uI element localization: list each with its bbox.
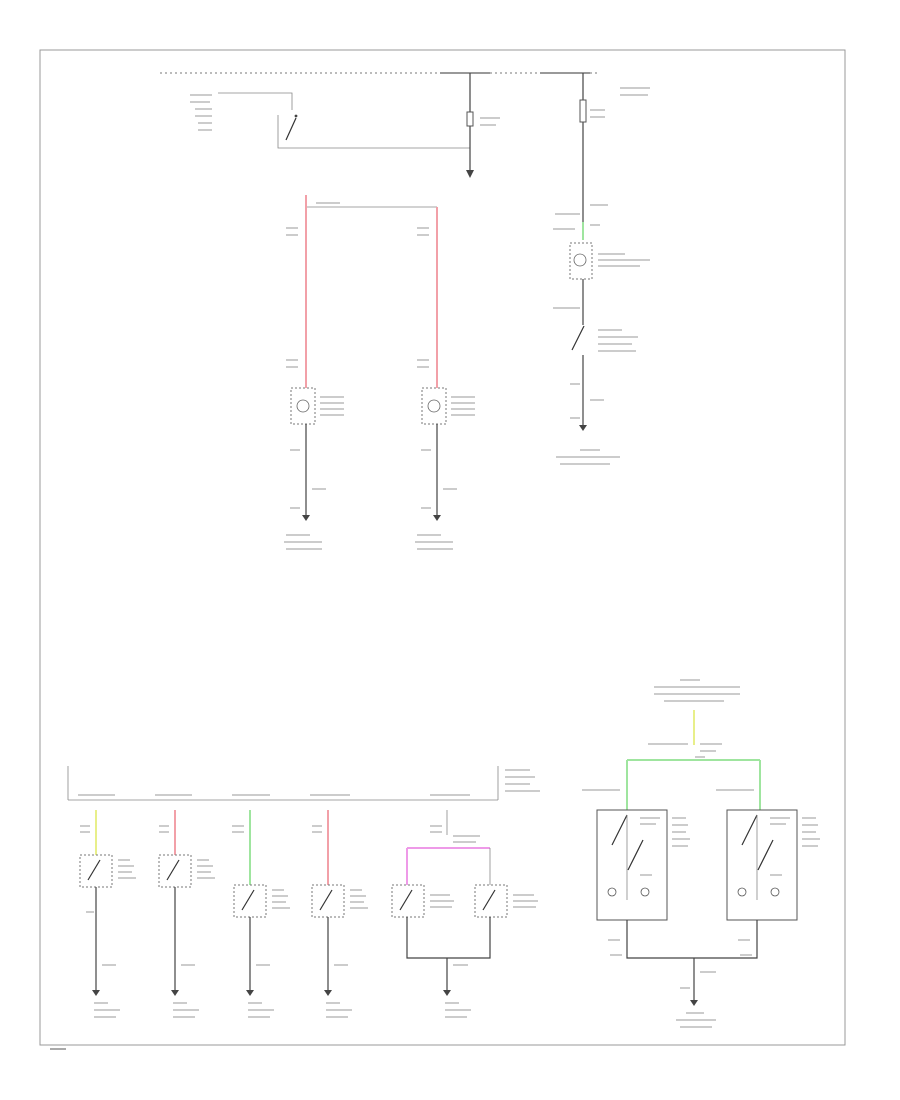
right-fuse-label: [590, 87, 650, 118]
switch-2-body: [158, 854, 192, 888]
door-switch-pair-5: [391, 810, 538, 1018]
module-ground-labels: [608, 939, 752, 1028]
diagram-frame: [39, 49, 846, 1046]
module-ground-symbol: [690, 1000, 698, 1006]
top-power-section: [160, 72, 650, 240]
switch-5b-contact: [482, 889, 496, 911]
right-circuit-switch: [571, 325, 585, 351]
switch-4-contact: [319, 889, 333, 911]
switch-3-ground-symbol: [246, 990, 254, 996]
module-left-switch-contact-a: [611, 814, 628, 846]
module-left-switch-box: [596, 809, 668, 921]
switch-2-labels: [159, 825, 215, 1018]
switch-4-body: [311, 884, 345, 918]
module-right-labels: [770, 817, 820, 876]
module-right-switch-box: [726, 809, 798, 921]
bottom-switch-bank: [67, 766, 540, 1018]
switch-4-ground-symbol: [324, 990, 332, 996]
right-circuit-bulb: [573, 253, 587, 267]
right-circuit-labels: [553, 204, 650, 465]
switch-5a-contact: [399, 889, 413, 911]
module-left-terminal-a: [607, 887, 617, 897]
switch-2-contact: [166, 859, 180, 881]
right-lamp-ground-symbol: [433, 515, 441, 521]
switch-feed-wire: [218, 92, 293, 110]
switch-1-body: [79, 854, 113, 888]
switch-5-labels: [430, 825, 538, 1018]
right-courtesy-circuit: [553, 204, 650, 465]
module-right-switch-contact-a: [741, 814, 758, 846]
door-switch-2: [158, 810, 215, 1018]
switch-contact: [294, 114, 298, 118]
switch-3-contact: [241, 889, 255, 911]
module-splice-labels: [648, 743, 722, 758]
left-lamp-body: [290, 387, 316, 425]
bottom-right-module: [582, 679, 820, 1028]
top-left-switch: [285, 117, 297, 141]
left-lamp-labels: [284, 227, 344, 550]
switch-frame: [277, 115, 470, 149]
switch-3-labels: [232, 825, 290, 1018]
switch-1-contact: [87, 859, 101, 881]
switch-1-labels: [80, 825, 136, 1018]
left-lamp-bulb: [296, 399, 310, 413]
door-switch-3: [232, 810, 290, 1018]
switch-3-body: [233, 884, 267, 918]
switch-5a-body: [391, 884, 425, 918]
module-left-terminal-b: [640, 887, 650, 897]
bottom-bus-labels: [78, 769, 540, 796]
module-left-switch-contact-b: [627, 839, 644, 871]
switch-5b-body: [474, 884, 508, 918]
center-fuse: [466, 111, 474, 127]
lamp-circuit-pair: [284, 195, 475, 550]
right-circuit-lamp: [569, 242, 593, 280]
right-circuit-ground-symbol: [579, 425, 587, 431]
right-lamp-bulb: [427, 399, 441, 413]
right-lamp-body: [421, 387, 447, 425]
door-switch-1: [79, 810, 136, 1018]
switch-1-ground-symbol: [92, 990, 100, 996]
door-switch-4: [311, 810, 368, 1018]
module-header-label: [654, 679, 740, 702]
module-right-switch-contact-b: [757, 839, 774, 871]
module-right-terminal-a: [737, 887, 747, 897]
center-fuse-label: [480, 117, 500, 126]
switch-5-ground-symbol: [443, 990, 451, 996]
right-fuse: [579, 99, 587, 123]
module-ground-link: [626, 920, 758, 959]
center-ground-symbol: [466, 170, 474, 178]
left-lamp-ground-symbol: [302, 515, 310, 521]
module-right-terminal-b: [770, 887, 780, 897]
switch-label-block: [190, 94, 212, 131]
switch-4-labels: [312, 825, 368, 1018]
switch-2-ground-symbol: [171, 990, 179, 996]
module-left-labels: [640, 817, 690, 876]
switch-5-ground-link: [406, 917, 491, 959]
right-lamp-labels: [415, 227, 475, 550]
